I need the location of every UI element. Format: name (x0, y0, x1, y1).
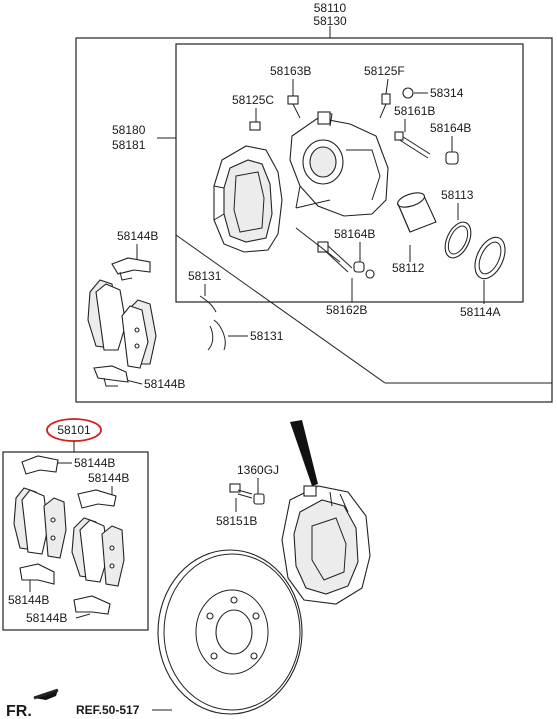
caliper-assembly-frame (75, 26, 553, 403)
label-58131-b: 58131 (250, 329, 284, 343)
label-58144B-mid: 58144B (144, 377, 185, 391)
caliper-mounted-part (281, 485, 371, 605)
label-58144B-top: 58144B (117, 229, 158, 243)
front-direction-label: FR. (6, 703, 32, 719)
label-58161B: 58161B (394, 104, 435, 118)
label-58180: 58180 (112, 123, 146, 137)
cap-58314-part (402, 87, 414, 99)
pad-clip-top (111, 257, 151, 281)
boot-58114A-part (474, 236, 506, 280)
pad-kit-frame (2, 451, 149, 631)
label-58164B-a: 58164B (430, 121, 471, 135)
pointer-arrow-icon (290, 420, 318, 486)
bleeder-cap-part (379, 93, 391, 119)
label-58151B: 58151B (216, 514, 257, 528)
label-58144B-kit3: 58144B (8, 593, 49, 607)
dust-cap-58125C-part (249, 121, 261, 131)
label-58162B: 58162B (326, 303, 367, 317)
piston-58112-part (397, 192, 437, 233)
caliper-body-part (289, 111, 389, 217)
guide-pin-58161B-part (394, 131, 431, 159)
label-58131-a: 58131 (188, 269, 222, 283)
label-58130: 58130 (313, 14, 347, 28)
label-58110: 58110 (314, 1, 347, 15)
label-58113: 58113 (441, 188, 474, 202)
bleeder-screw-part (287, 95, 301, 119)
label-58101: 58101 (57, 423, 91, 437)
brake-pad-set-kit (13, 455, 125, 615)
label-1360GJ: 1360GJ (237, 463, 279, 477)
label-58163B: 58163B (270, 64, 311, 78)
label-58125F: 58125F (364, 64, 405, 78)
label-58144B-kit4: 58144B (26, 611, 67, 625)
bolt-58151B-part (229, 483, 253, 499)
label-58144B-kit1: 58144B (74, 456, 115, 470)
guide-bolt-58162B-part (295, 227, 375, 279)
brake-pad-set-top (87, 279, 157, 369)
label-58144B-kit2: 58144B (88, 471, 129, 485)
label-58125C: 58125C (232, 93, 274, 107)
nut-1360GJ-part (253, 493, 265, 505)
pad-clip-bottom (93, 365, 129, 387)
label-58314: 58314 (430, 86, 464, 100)
label-58164B-b: 58164B (334, 227, 375, 241)
brake-disc-part (157, 549, 303, 715)
ref-label: REF.50-517 (76, 703, 140, 717)
boot-58164B-part (445, 151, 459, 165)
seal-58113-part (444, 221, 472, 259)
spring-58131-part (199, 295, 226, 351)
caliper-bracket-part (213, 145, 283, 253)
label-58114A: 58114A (460, 305, 500, 319)
label-58181: 58181 (112, 138, 146, 152)
label-58112: 58112 (392, 261, 425, 275)
